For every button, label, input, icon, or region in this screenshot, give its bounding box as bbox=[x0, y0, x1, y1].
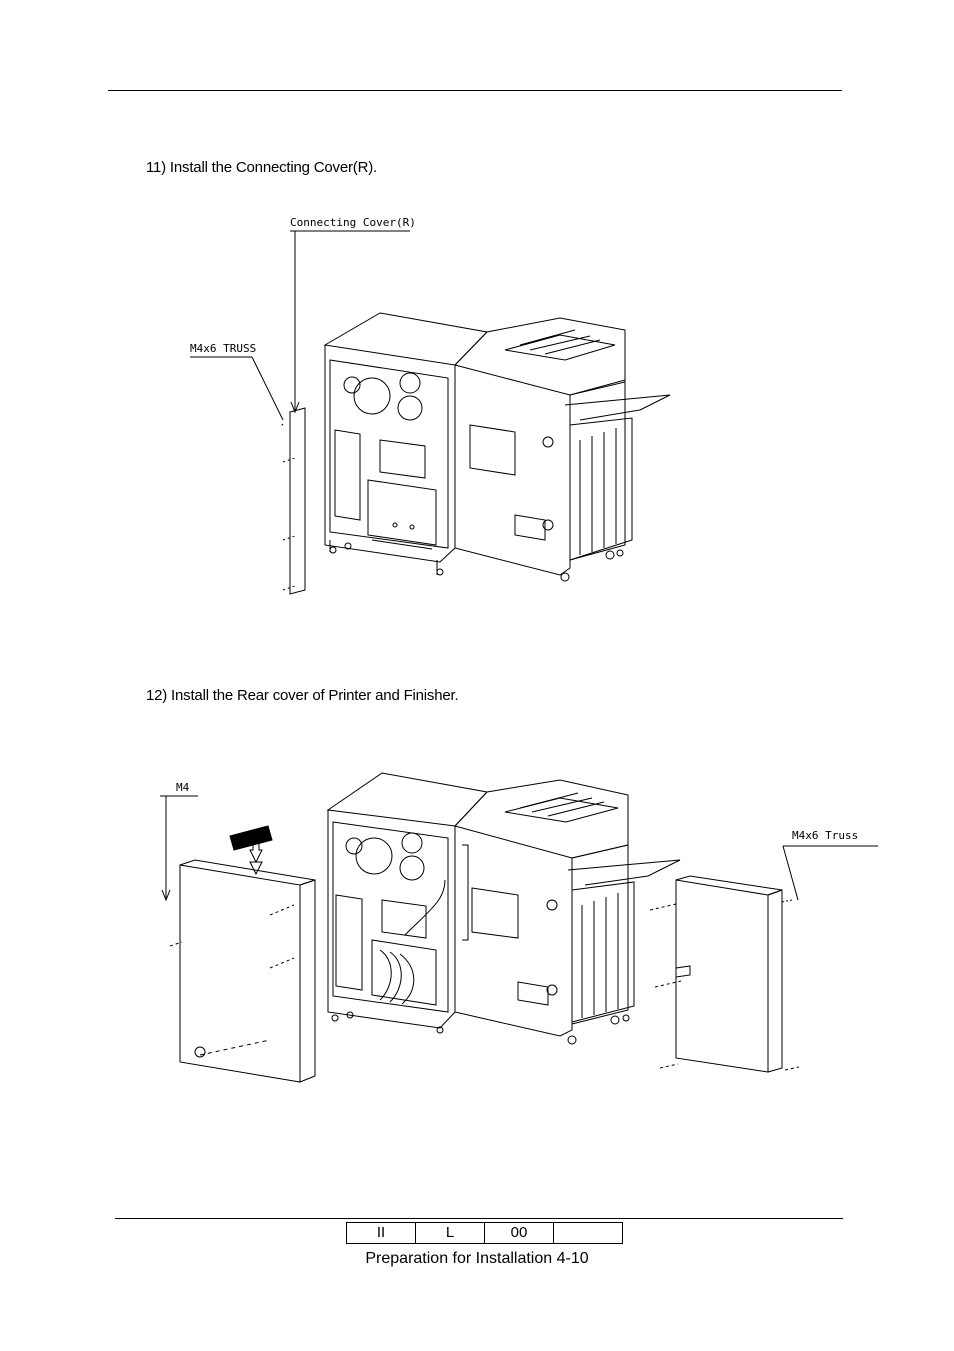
m4x6-truss-label: M4x6 TRUSS bbox=[190, 342, 256, 355]
step-12-heading: 12) Install the Rear cover of Printer an… bbox=[146, 687, 459, 704]
revision-cell-1: II bbox=[346, 1222, 416, 1244]
page-caption: Preparation for Installation 4-10 bbox=[365, 1250, 589, 1267]
header-rule bbox=[108, 90, 842, 91]
step-11-heading: 11) Install the Connecting Cover(R). bbox=[146, 159, 377, 176]
revision-cell-2: L bbox=[415, 1222, 485, 1244]
figure-connecting-cover: Connecting Cover(R) M4x6 TRUSS bbox=[190, 216, 671, 595]
m4-label: M4 bbox=[176, 781, 190, 794]
connecting-cover-label: Connecting Cover(R) bbox=[290, 216, 416, 229]
figure-rear-covers: M4 M4x6 Truss bbox=[160, 772, 878, 1083]
m4x6-truss-right-label: M4x6 Truss bbox=[792, 829, 858, 842]
revision-cell-4 bbox=[553, 1222, 623, 1244]
revision-cell-3: 00 bbox=[484, 1222, 554, 1244]
revision-table: II L 00 bbox=[346, 1222, 623, 1244]
footer-rule bbox=[115, 1218, 843, 1219]
